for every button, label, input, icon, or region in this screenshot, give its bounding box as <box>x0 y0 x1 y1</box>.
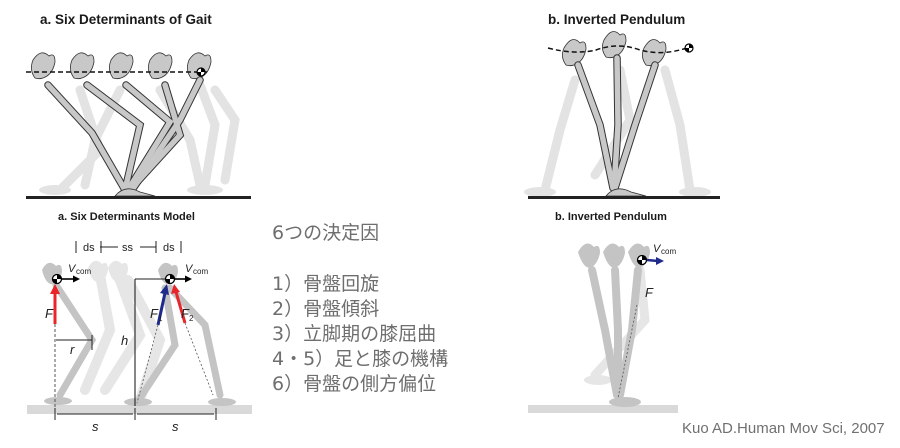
force-label: F <box>645 285 654 300</box>
panel-inverted-pendulum-model: b. Inverted Pendulum V com F <box>500 200 720 430</box>
gait-skeleton-figure <box>26 52 251 199</box>
panel-inverted-pendulum-top: b. Inverted Pendulum <box>500 0 720 200</box>
f2-label: F <box>181 306 190 321</box>
ss-label: ss <box>122 242 134 254</box>
model-diagram: ds ss ds V com F r h V com F 1 <box>27 241 252 434</box>
determinants-title: 6つの決定因 <box>272 222 380 244</box>
determinant-item-4: 4・5）足と膝の機構 <box>272 348 449 370</box>
pendulum-model-diagram: V com F <box>528 243 678 413</box>
panel-title: a. Six Determinants of Gait <box>40 12 212 27</box>
com-arc-dashed-line <box>547 45 688 54</box>
ds-label-1: ds <box>83 242 95 254</box>
ground-line <box>528 196 720 199</box>
determinant-item-2: 2）骨盤傾斜 <box>272 298 380 320</box>
determinant-item-3: 3）立脚期の膝屈曲 <box>272 323 437 345</box>
svg-text:com: com <box>76 267 91 276</box>
svg-text:com: com <box>193 267 208 276</box>
phase-brackets <box>75 241 182 253</box>
panel-six-determinants-model: a. Six Determinants Model <box>0 200 260 448</box>
svg-text:com: com <box>661 247 676 256</box>
pendulum-skeleton-figure <box>524 31 720 199</box>
vcom-label-2: V <box>185 263 194 275</box>
r-label: r <box>70 342 75 357</box>
force-label: F <box>45 306 54 321</box>
panel-six-determinants-gait: a. Six Determinants of Gait <box>0 0 260 200</box>
pelvis-row <box>31 52 212 80</box>
vcom-label: V <box>653 243 662 255</box>
s-label-1: s <box>92 419 99 434</box>
citation: Kuo AD.Human Mov Sci, 2007 <box>682 420 885 437</box>
ground-bar <box>528 405 678 413</box>
determinant-item-1: 1）骨盤回旋 <box>272 273 380 295</box>
determinant-item-5: 6）骨盤の側方偏位 <box>272 373 437 395</box>
svg-text:2: 2 <box>189 314 194 323</box>
h-label: h <box>121 333 128 348</box>
f1-label: F <box>150 306 159 321</box>
panel-title: a. Six Determinants Model <box>58 211 195 223</box>
panel-title: b. Inverted Pendulum <box>548 12 686 27</box>
vcom-label-1: V <box>68 263 77 275</box>
ground-bar <box>27 405 252 414</box>
panel-title: b. Inverted Pendulum <box>555 211 667 223</box>
s-label-2: s <box>172 419 179 434</box>
ground-line <box>26 196 251 199</box>
ds-label-2: ds <box>163 242 175 254</box>
svg-text:1: 1 <box>158 314 163 323</box>
